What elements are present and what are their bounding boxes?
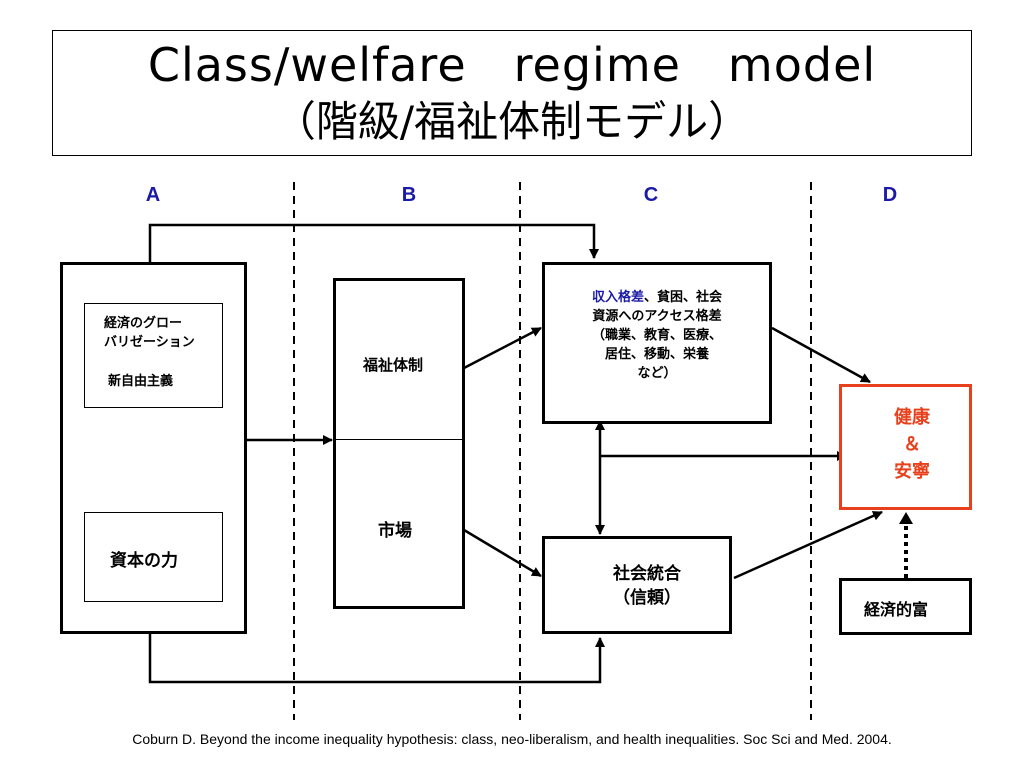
arrow-income-to-health [771, 326, 871, 384]
column-label-c: C [643, 184, 659, 206]
income-gap-highlight: 収入格差 [591, 290, 644, 305]
income-gap-rest: 、貧困、社会 資源へのアクセス格差 （職業、教育、医療、 居住、移動、栄養 など… [591, 290, 723, 381]
citation: Coburn D. Beyond the income inequality h… [132, 731, 892, 747]
box-health [839, 384, 972, 510]
title-english: Class/welfare regime model [147, 38, 877, 92]
column-label-d: D [882, 184, 898, 206]
box-economic-wealth [839, 578, 972, 635]
capital-power-text: 資本の力 [110, 551, 178, 571]
box-b-divider [336, 439, 462, 440]
arrow-cohesion-to-health [733, 510, 883, 580]
arrow-welfare-to-income [463, 326, 542, 370]
welfare-regime-text: 福祉体制 [363, 356, 424, 374]
health-text: 健康 ＆ 安寧 [894, 407, 930, 482]
arrow-a-to-income-top [148, 223, 599, 262]
box-capital-power [84, 512, 223, 602]
box-b [333, 278, 465, 609]
globalization-text: 経済のグロー バリゼーション [104, 316, 195, 350]
box-income-inequality [542, 262, 772, 424]
social-cohesion-text: 社会統合 （信頼） [613, 564, 681, 608]
title-box: Class/welfare regime model （階級/福祉体制モデル） [52, 30, 972, 156]
arrow-market-to-cohesion [463, 528, 542, 578]
column-label-b: B [401, 184, 417, 206]
market-text: 市場 [378, 521, 412, 541]
title-japanese: （階級/福祉体制モデル） [273, 97, 751, 146]
arrow-a-to-cohesion-bottom [148, 634, 605, 684]
box-social-cohesion [542, 536, 732, 634]
income-inequality-text: 収入格差、貧困、社会 資源へのアクセス格差 （職業、教育、医療、 居住、移動、栄… [552, 288, 762, 383]
column-label-a: A [145, 184, 161, 206]
economic-wealth-text: 経済的富 [864, 600, 929, 619]
box-globalization [84, 303, 223, 408]
neoliberalism-text: 新自由主義 [108, 374, 174, 389]
